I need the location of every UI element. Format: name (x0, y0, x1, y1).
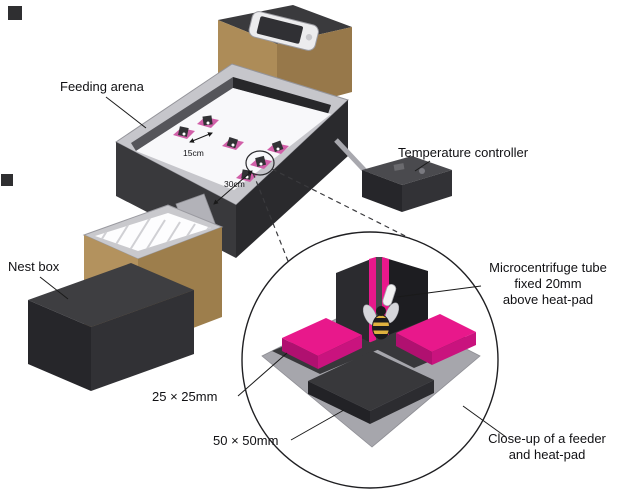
heat-pad-base-front (308, 351, 434, 424)
feeder-cube (226, 136, 238, 149)
feeder-highlighted (250, 155, 272, 169)
temperature-controller-label: Temperature controller (398, 145, 529, 160)
heat-pad-large-label: 50 × 50mm (213, 433, 278, 448)
feeder-highlight-circle (245, 150, 275, 176)
feeder-cube (178, 126, 189, 137)
heat-pad-left-side (282, 338, 318, 369)
heat-pad-left-front (318, 335, 362, 369)
temperature-controller (362, 156, 452, 212)
tube-body (382, 283, 397, 307)
heat-pad-right-front (432, 332, 476, 365)
magnifier-dash-line-right (271, 168, 444, 256)
microcentrifuge-label-line2: fixed 20mm (514, 276, 581, 291)
bee-head (376, 306, 386, 316)
heat-pad-large-leader (290, 409, 345, 441)
feeder (267, 140, 289, 154)
dim-30cm-arrow (213, 170, 253, 205)
nest-box-leader (39, 276, 69, 300)
feeder-cube (271, 140, 284, 153)
nest-lid-top (28, 263, 194, 327)
heat-pad-small-label: 25 × 25mm (152, 389, 217, 404)
controller-top (362, 156, 452, 185)
closeup-inset (241, 231, 499, 489)
microcentrifuge-leader (396, 285, 482, 298)
phone-home-button (305, 34, 313, 41)
closeup-leader (462, 405, 507, 438)
bee-stripe (372, 318, 390, 323)
nest-lid-left-face (28, 300, 91, 391)
corner-marker-left (1, 174, 13, 186)
bee-stripe (372, 326, 390, 331)
heat-pad-right-top (396, 314, 476, 352)
heat-pad-right-side (396, 333, 432, 365)
temperature-controller-leader (414, 160, 431, 172)
bee-stripe (372, 334, 390, 339)
heat-pad-small-leader (237, 352, 288, 397)
phone-screen (256, 16, 303, 44)
nest-material (95, 213, 211, 251)
phone (248, 11, 319, 51)
nest-box-label: Nest box (8, 259, 60, 274)
microcentrifuge-tube (382, 283, 397, 307)
controller-knob (419, 168, 425, 174)
arena-inner-back-left-wall (131, 77, 233, 151)
feeder-cube (255, 155, 267, 167)
heat-pad-right (396, 314, 476, 365)
controller-display (393, 163, 405, 171)
feeding-arena-leader (105, 96, 147, 129)
feeder (222, 136, 244, 150)
feeder-tube-dot (182, 132, 186, 136)
microcentrifuge-label-line1: Microcentrifuge tube (489, 260, 607, 275)
controller-right-face (402, 170, 452, 212)
feeder-tube-dot (276, 147, 280, 151)
arena-inner-back-right-wall (233, 77, 331, 114)
magnifier-dash-line-left (252, 172, 289, 262)
feeder-tube-dot (259, 162, 263, 166)
closeup-label-line2: and heat-pad (509, 447, 586, 462)
microcentrifuge-label-line3: above heat-pad (503, 292, 593, 307)
front-slab-top (308, 351, 434, 411)
closeup-label-line1: Close-up of a feeder (488, 431, 606, 446)
nest-lid-front-face (91, 290, 194, 391)
feeder-left-wall-inner-strip (369, 257, 376, 352)
front-slab-right-face (370, 380, 434, 424)
dim-15cm-label: 15cm (183, 148, 204, 158)
nest-box (28, 204, 224, 391)
dim-30cm-label: 30cm (224, 179, 245, 189)
figure-labels: Feeding arena Temperature controller Nes… (8, 79, 607, 462)
corner-marker-top-left (8, 6, 22, 20)
controller-left-face (362, 170, 402, 212)
heat-pad-left (282, 318, 362, 369)
heat-pad-left-top (282, 318, 362, 356)
front-slab-left-face (308, 381, 370, 424)
feeder (197, 115, 219, 128)
dim-15cm-arrow (189, 132, 213, 143)
controller-cable (334, 138, 370, 176)
feeder-tube-dot (231, 143, 235, 147)
bee (362, 283, 400, 340)
bee-stripes (372, 318, 390, 339)
feeder-tube-dot (206, 121, 210, 125)
feeding-arena-label: Feeding arena (60, 79, 145, 94)
feeder-cube (202, 115, 213, 126)
